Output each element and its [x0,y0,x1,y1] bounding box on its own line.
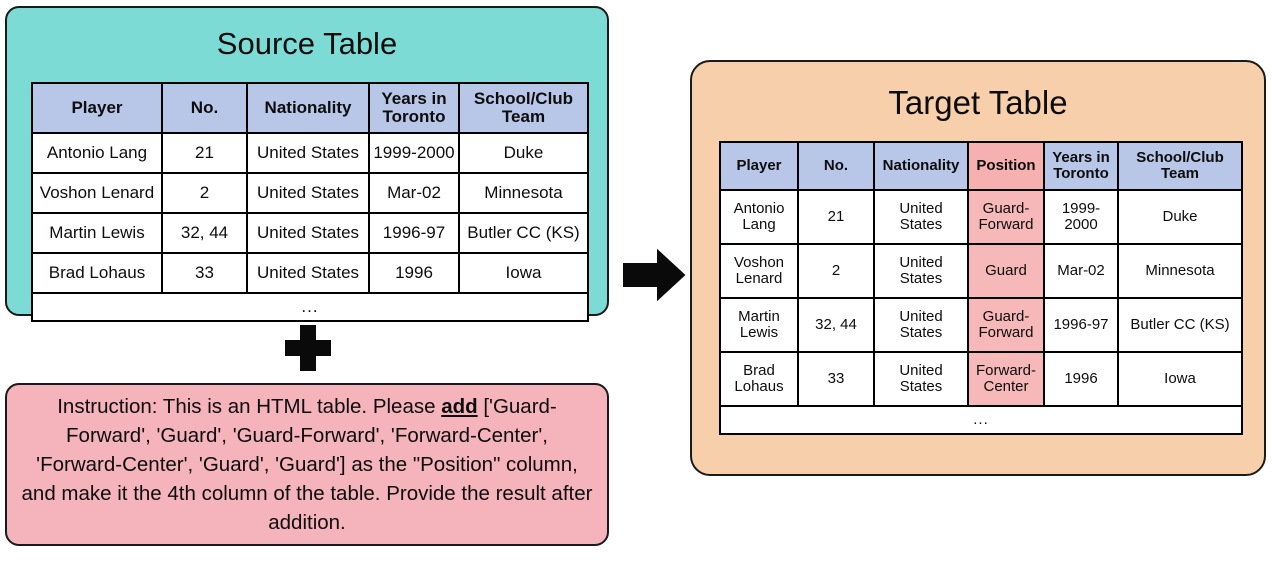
cell-years: 1996-97 [1043,297,1119,353]
table-row: Antonio Lang 21 United States Guard-Forw… [719,189,1243,245]
cell-nationality: United States [246,132,370,174]
target-col-header-no: No. [797,141,875,191]
cell-no: 33 [161,252,248,294]
target-table-title: Target Table [888,84,1068,121]
table-row: Brad Lohaus 33 United States Forward-Cen… [719,351,1243,407]
target-table-container: Player No. Nationality Position Years in… [719,141,1243,435]
instruction-card: Instruction: This is an HTML table. Plea… [5,383,609,546]
cell-school: Duke [1117,189,1243,245]
target-table-card: Target Table Player No. Nationality Posi… [690,60,1266,476]
cell-years: 1996 [368,252,460,294]
cell-player: Brad Lohaus [719,351,799,407]
cell-position: Guard [967,243,1045,299]
target-col-header-position: Position [967,141,1045,191]
source-header-row: Player No. Nationality Years in Toronto … [31,82,589,134]
arrow-right-glyph [623,248,686,302]
cell-school: Minnesota [1117,243,1243,299]
cell-school: Iowa [1117,351,1243,407]
source-col-header-school-club-team: School/Club Team [458,82,589,134]
cell-nationality: United States [873,351,969,407]
cell-player: Brad Lohaus [31,252,163,294]
cell-nationality: United States [873,297,969,353]
instruction-text: Instruction: This is an HTML table. Plea… [7,392,607,538]
source-table-container: Player No. Nationality Years in Toronto … [31,82,589,322]
cell-player: Antonio Lang [31,132,163,174]
cell-position: Guard-Forward [967,189,1045,245]
target-header-row: Player No. Nationality Position Years in… [719,141,1243,191]
cell-no: 33 [797,351,875,407]
cell-school: Minnesota [458,172,589,214]
target-col-header-years-in-toronto: Years in Toronto [1043,141,1119,191]
cell-years: 1996 [1043,351,1119,407]
source-table-head: Player No. Nationality Years in Toronto … [31,82,589,134]
source-col-header-nationality: Nationality [246,82,370,134]
cell-years: 1999-2000 [368,132,460,174]
cell-no: 2 [161,172,248,214]
target-col-header-school-club-team: School/Club Team [1117,141,1243,191]
table-row: Voshon Lenard 2 United States Mar-02 Min… [31,172,589,214]
cell-no: 21 [797,189,875,245]
cell-player: Voshon Lenard [719,243,799,299]
table-row: Voshon Lenard 2 United States Guard Mar-… [719,243,1243,299]
cell-school: Butler CC (KS) [1117,297,1243,353]
source-table-title: Source Table [216,26,398,61]
table-row: Brad Lohaus 33 United States 1996 Iowa [31,252,589,294]
cell-player: Antonio Lang [719,189,799,245]
cell-player: Martin Lewis [31,212,163,254]
cell-years: 1996-97 [368,212,460,254]
cell-years: Mar-02 [1043,243,1119,299]
cell-no: 21 [161,132,248,174]
cell-no: 32, 44 [161,212,248,254]
cell-years: Mar-02 [368,172,460,214]
cell-nationality: United States [246,252,370,294]
target-table-head: Player No. Nationality Position Years in… [719,141,1243,191]
table-row: Antonio Lang 21 United States 1999-2000 … [31,132,589,174]
source-ellipsis-cell: ... [31,292,589,322]
target-ellipsis-row: ... [719,405,1243,435]
table-row: Martin Lewis 32, 44 United States Guard-… [719,297,1243,353]
cell-school: Duke [458,132,589,174]
source-table-body: Antonio Lang 21 United States 1999-2000 … [31,132,589,322]
table-row: Martin Lewis 32, 44 United States 1996-9… [31,212,589,254]
source-col-header-player: Player [31,82,163,134]
source-col-header-no: No. [161,82,248,134]
source-ellipsis-row: ... [31,292,589,322]
target-table: Player No. Nationality Position Years in… [719,141,1243,435]
cell-no: 32, 44 [797,297,875,353]
instruction-emphasis: add [441,394,478,418]
source-table: Player No. Nationality Years in Toronto … [31,82,589,322]
source-table-card: Source Table Player No. Nationality Year… [5,6,609,322]
target-table-body: Antonio Lang 21 United States Guard-Forw… [719,189,1243,435]
cell-nationality: United States [873,189,969,245]
cell-no: 2 [797,243,875,299]
arrow-right-icon [622,248,686,302]
cell-position: Guard-Forward [967,297,1045,353]
cell-school: Iowa [458,252,589,294]
cell-nationality: United States [246,172,370,214]
plus-icon [285,325,331,371]
cell-player: Martin Lewis [719,297,799,353]
instruction-prefix: Instruction: This is an HTML table. Plea… [57,394,442,418]
cell-nationality: United States [873,243,969,299]
source-col-header-years-in-toronto: Years in Toronto [368,82,460,134]
target-col-header-player: Player [719,141,799,191]
cell-position: Forward-Center [967,351,1045,407]
cell-years: 1999-2000 [1043,189,1119,245]
cell-player: Voshon Lenard [31,172,163,214]
target-col-header-nationality: Nationality [873,141,969,191]
target-ellipsis-cell: ... [719,405,1243,435]
instruction-suffix: ['Guard-Forward', 'Guard', 'Guard-Forwar… [21,394,593,535]
cell-school: Butler CC (KS) [458,212,589,254]
cell-nationality: United States [246,212,370,254]
